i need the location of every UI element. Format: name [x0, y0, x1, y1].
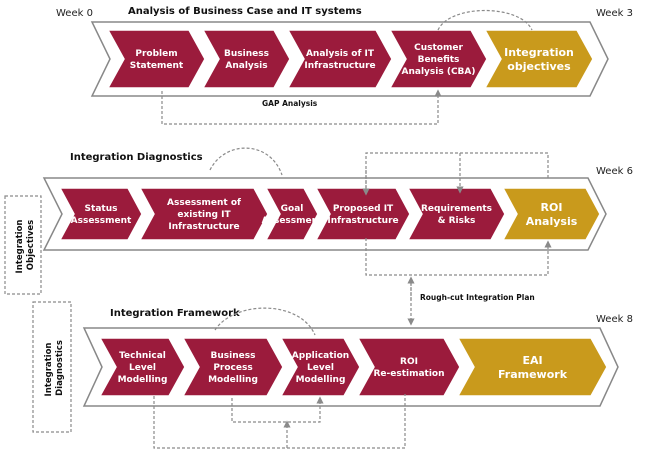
row-3-top-loop: [214, 307, 316, 336]
row-3-outline-arrow: [82, 327, 619, 407]
step-chevron: [106, 29, 206, 89]
rough-cut-label: Rough-cut Integration Plan: [420, 293, 535, 302]
week-0-label: Week 0: [56, 8, 93, 19]
step-chevron: [264, 187, 319, 241]
integration-diagnostics-side-label: Integration Diagnostics: [44, 340, 65, 397]
row-3-title: Integration Framework: [110, 308, 240, 319]
step-chevron: [138, 187, 269, 241]
step-chevron: [58, 187, 143, 241]
row-3-loop-inner: [231, 396, 324, 423]
step-label: Requirements& Risks: [421, 204, 492, 226]
integration-diagnostics-box: [32, 301, 72, 433]
week-8-label: Week 8: [596, 314, 633, 325]
step-chevron: [501, 187, 601, 241]
step-chevron: [286, 29, 393, 89]
row-1-top-loop: [437, 9, 533, 31]
row-2-outline-arrow: [42, 177, 607, 251]
step-chevron: [356, 337, 461, 397]
row-2-top-loop: [209, 147, 283, 176]
step-chevron: [181, 337, 284, 397]
row-1-title: Analysis of Business Case and IT systems: [128, 6, 362, 17]
week-3-label: Week 3: [596, 8, 633, 19]
gap-analysis-label: GAP Analysis: [262, 99, 318, 108]
gap-analysis-loop: [161, 89, 442, 125]
row-1-outline-arrow: [90, 21, 609, 97]
integration-objectives-side-label: Integration Objectives: [15, 217, 36, 274]
step-chevron: [201, 29, 291, 89]
row-2-lower-loop: [365, 238, 552, 276]
step-chevron: [456, 337, 608, 397]
step-chevron: [483, 29, 594, 89]
row-2-upper-loop: [365, 152, 549, 194]
step-chevron: [98, 337, 186, 397]
week-6-label: Week 6: [596, 166, 633, 177]
row-3-loop-outer: [153, 394, 406, 449]
step-chevron: [314, 187, 411, 241]
step-chevron: [406, 187, 506, 241]
integration-objectives-box: [4, 195, 42, 295]
row-2-title: Integration Diagnostics: [70, 152, 203, 163]
step-chevron: [388, 29, 488, 89]
row-1: Week 0 Analysis of Business Case and IT …: [56, 6, 633, 125]
step-chevron: [279, 337, 361, 397]
